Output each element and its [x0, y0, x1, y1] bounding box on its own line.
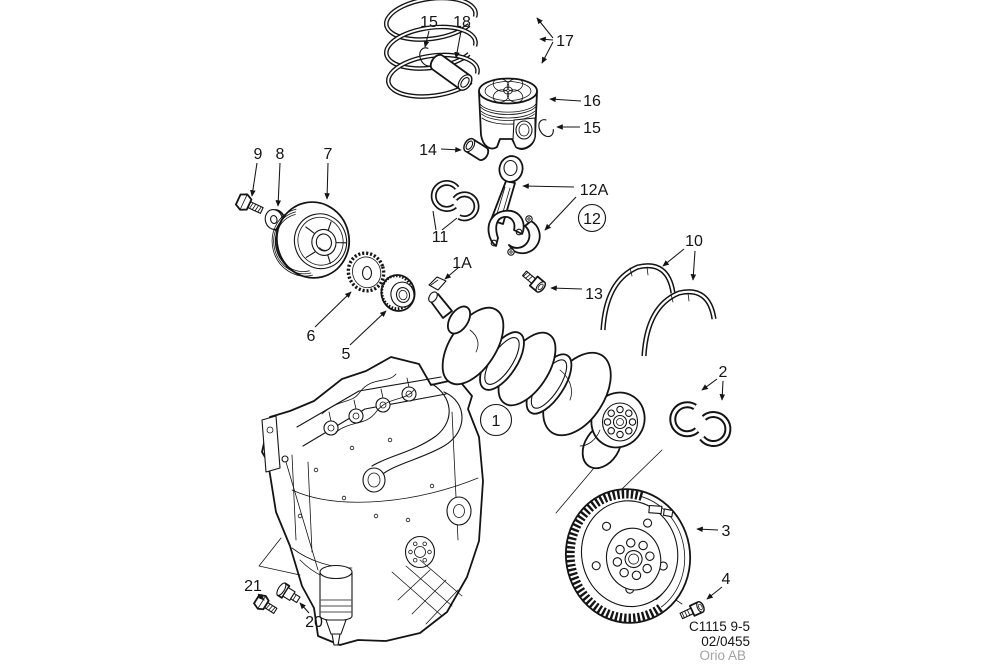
callout-15-pin-circlip: 15: [420, 14, 438, 31]
rod-bolt-drawing: [522, 270, 547, 293]
crank-seal-flange: [404, 535, 436, 569]
flange-bolt-holes: [408, 541, 432, 563]
sprocket-drawing: [346, 251, 386, 293]
throttle-opening: [362, 467, 386, 493]
flywheel-drawing: [564, 488, 692, 624]
rod-bearing-shells-11: [430, 179, 480, 222]
svg-text:12: 12: [583, 211, 601, 228]
helical-gear-drawing: [380, 274, 416, 312]
callout-circle-12-conrod-set: 12: [577, 203, 607, 233]
oil-plug-drawing: [276, 582, 301, 604]
leader-lines: [250, 17, 726, 614]
svg-text:1: 1: [492, 413, 501, 430]
circlip-drawing: [538, 119, 554, 138]
callout-21-bolt: 21: [244, 578, 262, 595]
connecting-rod-drawing: [487, 155, 525, 247]
piston-drawing: [478, 77, 538, 150]
ring-grooves: [479, 103, 537, 125]
belt-grooves: [271, 206, 315, 278]
rear-seal-boss: [446, 496, 472, 526]
pulley-spokes: [305, 221, 347, 264]
callout-15-circlip: 15: [583, 120, 601, 137]
brand-name: Orio AB: [699, 648, 746, 663]
drawing-footer: C1115 9-5 02/0455 Orio AB: [689, 619, 750, 663]
thrust-bearing-shells-2: [669, 401, 732, 448]
callout-circle-1-crankshaft: 1: [479, 403, 513, 437]
callout-13-rod-bolt: 13: [585, 286, 603, 303]
part-callouts: 15 18 17 16 15 14 12A 11 1A 13 9 8 7 6 5…: [244, 14, 730, 631]
flywheel-bolt-drawing: [679, 601, 705, 620]
callout-11-rod-bearings: 11: [432, 229, 449, 246]
main-bearing-shells-10: [600, 263, 717, 357]
callout-9-pulley-bolt: 9: [254, 146, 263, 163]
crank-pulley-drawing: [271, 201, 351, 279]
callout-8-washer: 8: [276, 146, 285, 163]
woodruff-key-drawing: [428, 276, 447, 291]
drawing-number: C1115 9-5: [689, 619, 750, 634]
callout-20-plug: 20: [305, 614, 323, 631]
flywheel-bolt-holes: [612, 538, 655, 581]
callout-10-main-bearings: 10: [685, 233, 703, 250]
callout-5-gear: 5: [342, 346, 351, 363]
ring-gear-teeth: [566, 489, 664, 623]
callout-17-piston-rings: 17: [556, 33, 574, 50]
lifting-bracket: [261, 415, 281, 473]
washer-drawing: [264, 209, 286, 231]
callout-14-bushing: 14: [419, 142, 437, 159]
callout-3-flywheel: 3: [722, 523, 731, 540]
flange-bolt-circle: [603, 405, 637, 439]
engine-block-drawing: [258, 356, 484, 646]
locating-tabs: [648, 504, 674, 518]
callout-7-pulley: 7: [324, 146, 333, 163]
small-end-bushing-drawing: [463, 137, 490, 161]
callout-6-sprocket: 6: [307, 328, 316, 345]
callout-18-piston-pin: 18: [453, 14, 471, 31]
rod-big-end: [487, 209, 525, 247]
piston-pin-drawing: [429, 53, 473, 91]
drawing-issue: 02/0455: [701, 634, 750, 649]
rib-grid: [391, 559, 463, 625]
callout-4-flywheel-bolt: 4: [722, 571, 731, 588]
mount-leader-line: [258, 537, 301, 576]
crankshaft-drawing: [428, 291, 663, 531]
bolt-dots: [297, 437, 435, 523]
small-bolt-drawing: [253, 594, 278, 614]
callout-2-bearing-shells: 2: [719, 364, 728, 381]
oil-filter: [319, 564, 353, 646]
pulley-bolt-drawing: [234, 193, 264, 214]
piston-crown-bowl: [492, 78, 524, 103]
callout-16-piston: 16: [583, 93, 601, 110]
rod-cap-drawing: [507, 215, 541, 256]
callout-12a-conrod: 12A: [580, 182, 609, 199]
callout-1a-key: 1A: [452, 255, 472, 272]
